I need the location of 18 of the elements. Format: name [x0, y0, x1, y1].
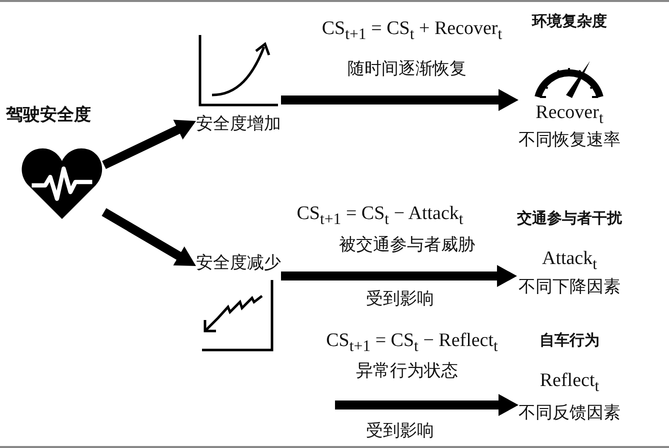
- description-text: 不同恢复速率: [518, 131, 620, 151]
- title-text: 自车行为: [540, 332, 600, 350]
- description-text: 不同反馈因素: [518, 404, 620, 424]
- formula-text: Recover$_{t}$: [536, 102, 604, 128]
- formula-text: Attack$_{t}$: [542, 248, 598, 274]
- node-label: 安全度增加: [196, 115, 281, 135]
- block-arrow: [281, 89, 518, 111]
- formula-text: Reflect$_{t}$: [540, 370, 600, 396]
- title-text: 交通参与者干扰: [517, 210, 622, 228]
- title-text: 环境复杂度: [532, 13, 607, 30]
- block-arrow: [335, 394, 518, 416]
- edge-label: 异常行为状态: [356, 362, 458, 382]
- block-arrow: [281, 265, 517, 287]
- description-text: 不同下降因素: [518, 278, 620, 298]
- edge-label: 被交通参与者威胁: [339, 236, 475, 256]
- block-arrow: [102, 116, 198, 170]
- node-label: 驾驶安全度: [6, 106, 91, 126]
- node-label: 安全度减少: [196, 254, 281, 274]
